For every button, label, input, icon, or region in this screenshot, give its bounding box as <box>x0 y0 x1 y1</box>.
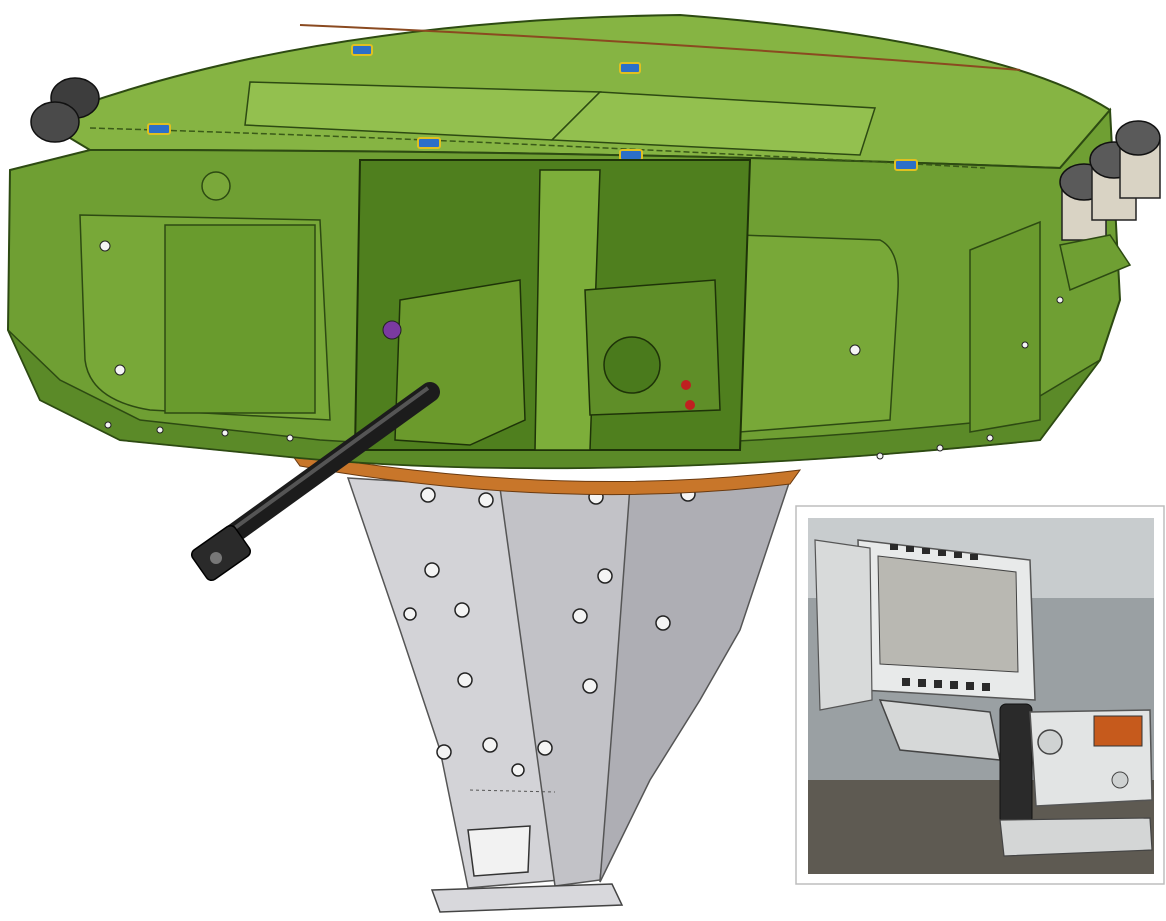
pedestal <box>346 477 792 913</box>
component-red <box>681 380 691 390</box>
turret-base-ring <box>288 451 802 496</box>
pedestal-foot <box>430 883 624 913</box>
component-red-2 <box>685 400 695 410</box>
muzzle-brake <box>190 524 252 582</box>
top-hatch-right <box>550 91 877 156</box>
handle-grip <box>999 703 1033 825</box>
grenade-launchers-left <box>30 77 100 143</box>
right-side-panel <box>739 234 899 433</box>
turret-body <box>6 13 1122 470</box>
base-plate <box>999 817 1153 857</box>
gun-bay-divider <box>534 169 601 451</box>
pedestal-right-face <box>599 479 792 883</box>
top-seam-lower <box>89 127 986 169</box>
pedestal-cutout <box>467 825 531 877</box>
top-seam <box>299 24 1021 71</box>
right-end-panel <box>969 220 1041 433</box>
side-bolts <box>99 240 1064 460</box>
gun-barrel <box>190 382 440 582</box>
component-cap <box>201 171 231 201</box>
left-bracket <box>814 539 873 711</box>
sight-lens <box>603 336 661 394</box>
grenade-launchers-right <box>1059 120 1161 292</box>
display-screen <box>877 555 1019 673</box>
top-fittings <box>147 44 918 171</box>
gun-cradle <box>394 279 526 446</box>
left-access-door <box>164 224 316 414</box>
inset-photo <box>795 505 1165 885</box>
component-purple <box>382 320 402 340</box>
control-panel-orange <box>1093 715 1143 747</box>
